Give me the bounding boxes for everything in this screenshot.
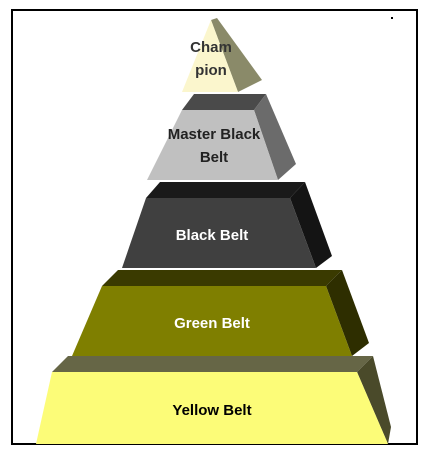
tier-yellow-belt-label: Yellow Belt [172,402,251,419]
tier-champion: Cham pion [182,18,262,92]
tier-master-black-belt-label-line1: Master Black [168,126,261,143]
tier-black-belt-back [146,182,305,198]
tier-green-belt: Green Belt [72,270,369,356]
tier-yellow-belt: Yellow Belt [36,356,391,444]
stray-mark [391,17,393,19]
tier-black-belt: Black Belt [122,182,332,268]
tier-champion-side [211,18,262,92]
tier-master-black-belt-face [147,110,278,180]
tier-master-black-belt: Master Black Belt [147,94,296,180]
tier-green-belt-back [102,270,342,286]
tier-champion-label-line2: pion [195,62,227,79]
tier-yellow-belt-back [52,356,373,372]
tier-champion-face [182,20,238,92]
tier-master-black-belt-back [182,94,266,110]
tier-master-black-belt-label-line2: Belt [200,149,228,166]
tier-champion-label-line1: Cham [190,39,232,56]
tier-black-belt-side [290,182,332,268]
tier-yellow-belt-side [357,356,391,444]
tier-green-belt-face [72,286,352,356]
tier-green-belt-label: Green Belt [174,315,250,332]
tier-yellow-belt-face [36,372,388,444]
tier-master-black-belt-side [254,94,296,180]
tier-black-belt-face [122,198,316,268]
tier-green-belt-side [326,270,369,356]
tier-black-belt-label: Black Belt [176,227,249,244]
